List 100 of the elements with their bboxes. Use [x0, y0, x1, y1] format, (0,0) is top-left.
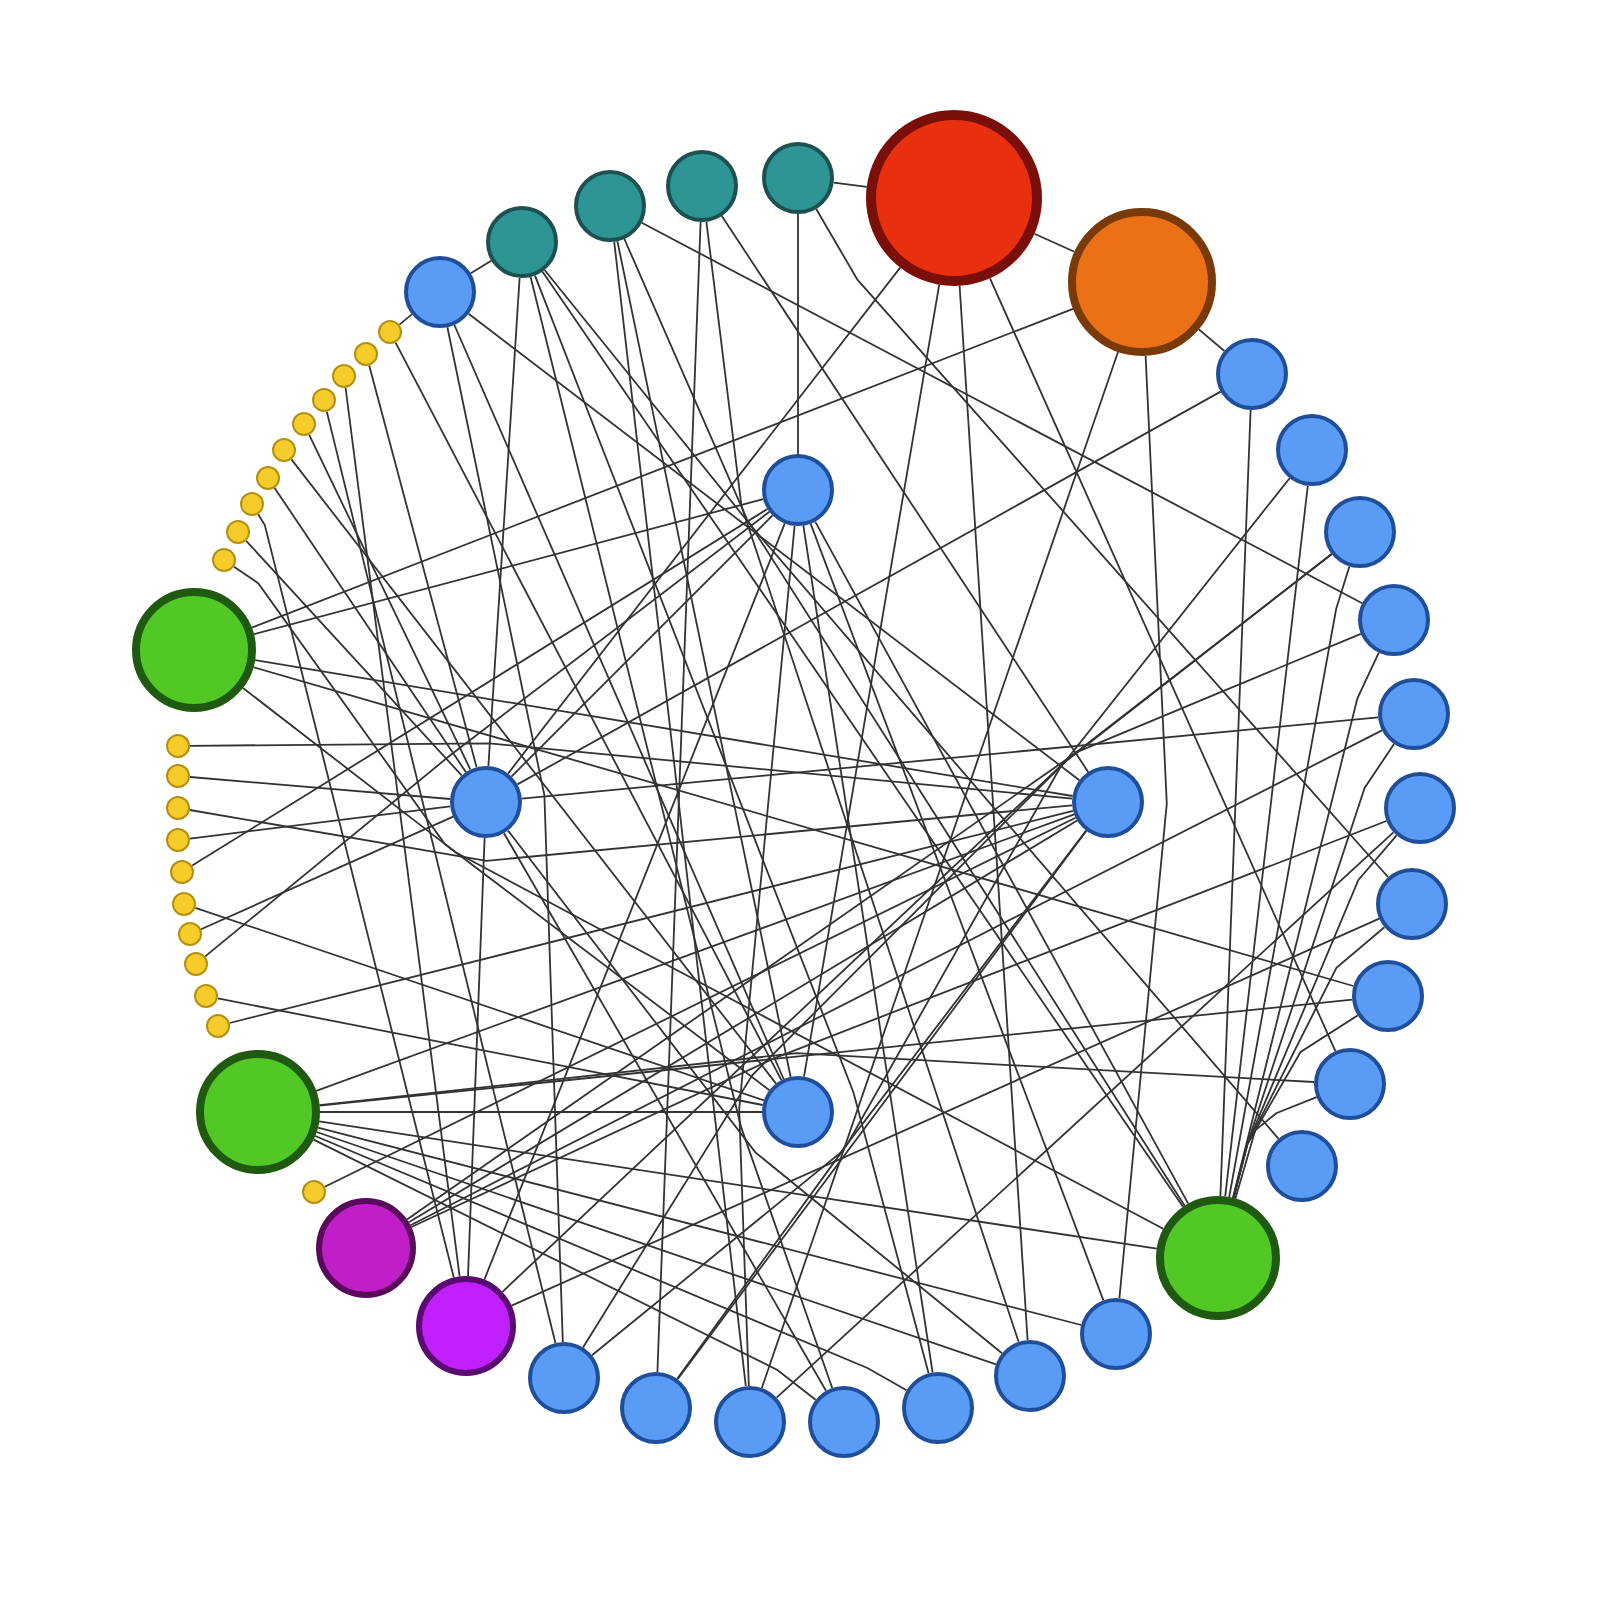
- connector-line: [738, 524, 796, 1387]
- connector-line: [520, 716, 1380, 800]
- node-circle: [528, 1342, 600, 1414]
- connector-line: [253, 498, 765, 636]
- node-circle: [170, 860, 194, 884]
- node-circle: [240, 492, 264, 516]
- node-circle: [486, 206, 558, 278]
- node-circle: [762, 454, 834, 526]
- connector-line: [469, 259, 493, 275]
- connector-line: [318, 1052, 1315, 1107]
- connector-line: [1234, 1096, 1318, 1200]
- connector-line: [406, 632, 1362, 1221]
- connector-line: [216, 997, 764, 1106]
- connector-line: [446, 326, 564, 1343]
- connector-line: [245, 539, 463, 777]
- connector-line: [640, 221, 1364, 605]
- connector-line: [467, 312, 1081, 782]
- connector-line: [189, 805, 452, 840]
- node-circle: [1314, 1048, 1386, 1120]
- connector-line: [242, 687, 1165, 1230]
- node-circle: [1072, 766, 1144, 838]
- connector-line: [676, 477, 1291, 1380]
- node-circle: [666, 150, 738, 222]
- connector-line: [656, 221, 702, 1373]
- connector-line: [344, 387, 461, 1278]
- connector-line: [1228, 565, 1351, 1198]
- connector-line: [398, 313, 413, 326]
- connector-line: [814, 520, 1190, 1205]
- connector-line: [1224, 484, 1309, 1198]
- connector-line: [541, 270, 1184, 1208]
- connector-line: [802, 524, 934, 1374]
- node-circle: [1324, 496, 1396, 568]
- node-circle: [1378, 678, 1450, 750]
- connector-line: [1197, 328, 1226, 352]
- connector-line: [958, 284, 1029, 1341]
- connector-line: [1232, 743, 1395, 1199]
- connector-line: [394, 341, 783, 1082]
- connector-line: [273, 487, 467, 774]
- connector-line: [760, 351, 1119, 1389]
- connector-line: [483, 522, 786, 1281]
- node-circle: [166, 796, 190, 820]
- connector-line: [410, 820, 1388, 1228]
- connector-line: [501, 553, 1333, 1293]
- node-circle: [404, 256, 476, 328]
- node-circle: [312, 388, 336, 412]
- node-circle: [762, 1076, 834, 1148]
- connector-line: [189, 776, 452, 800]
- node-circle: [1080, 1298, 1152, 1370]
- connector-line: [191, 508, 769, 867]
- node-circle: [354, 342, 378, 366]
- connector-line: [832, 181, 868, 188]
- connector-line: [315, 1131, 997, 1366]
- connector-line: [623, 238, 1186, 1207]
- connector-line: [591, 829, 1088, 1357]
- connector-line: [529, 276, 834, 1389]
- node-circle: [1216, 338, 1288, 410]
- node-circle: [206, 1014, 230, 1038]
- connector-line: [613, 240, 747, 1388]
- node-circle: [256, 466, 280, 490]
- connector-line: [1118, 355, 1168, 1300]
- connector-line: [319, 1111, 763, 1113]
- connector-line: [188, 804, 1074, 862]
- connector-line: [189, 742, 1074, 800]
- connector-line: [516, 390, 1222, 786]
- connector-line: [1232, 651, 1380, 1199]
- node-circle: [1266, 1130, 1338, 1202]
- node-circle: [292, 412, 316, 436]
- connector-line: [407, 819, 1079, 1224]
- connector-line: [194, 906, 765, 1102]
- connector-line: [510, 514, 774, 778]
- connector-line: [803, 283, 941, 1078]
- connector-line: [534, 274, 930, 1375]
- node-circle: [166, 828, 190, 852]
- connector-line: [312, 1138, 817, 1401]
- connector-line: [200, 815, 455, 931]
- connector-line: [797, 213, 799, 455]
- node-circle: [714, 1386, 786, 1458]
- connector-line: [314, 1135, 908, 1392]
- node-circle: [450, 766, 522, 838]
- node-circle: [416, 1276, 516, 1376]
- connector-line: [467, 837, 486, 1277]
- node-circle: [994, 1340, 1066, 1412]
- connector-line: [250, 307, 1074, 629]
- connector-line: [204, 510, 771, 958]
- node-circle: [902, 1372, 974, 1444]
- node-circle: [302, 1180, 326, 1204]
- connector-line: [676, 829, 1088, 1381]
- connector-line: [507, 829, 1003, 1355]
- node-circle: [172, 892, 196, 916]
- node-circle: [620, 1372, 692, 1444]
- connector-line: [409, 729, 1383, 1227]
- connector-line: [1232, 1014, 1359, 1199]
- connector-line: [989, 277, 1337, 1053]
- connector-line: [317, 1126, 1083, 1326]
- node-circle: [316, 1198, 416, 1298]
- node-circle: [166, 764, 190, 788]
- connector-line: [582, 553, 1333, 1349]
- node-circle: [1376, 868, 1448, 940]
- node-circle: [762, 142, 834, 214]
- node-circle: [178, 922, 202, 946]
